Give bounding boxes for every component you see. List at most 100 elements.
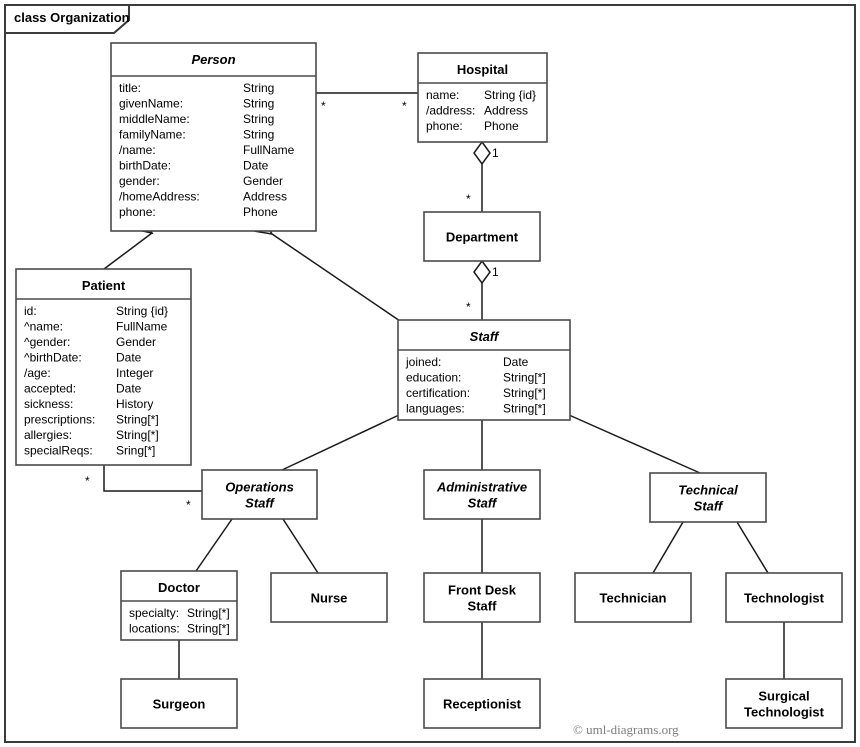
attribute-name: ^gender: (24, 335, 70, 349)
class-name: Person (191, 52, 235, 67)
class-outline (270, 572, 388, 623)
attribute-name: familyName: (119, 128, 186, 142)
multiplicity-label: * (186, 498, 191, 512)
class-outline (423, 678, 541, 729)
attribute-type: FullName (116, 320, 168, 334)
class-name: Receptionist (443, 697, 522, 712)
attribute-type: Gender (243, 174, 283, 188)
attribute-type: String[*] (187, 622, 230, 636)
edge-line-generalization (281, 414, 400, 471)
attribute-type: String (243, 97, 274, 111)
class-outline (423, 211, 541, 262)
class-name: Nurse (311, 591, 348, 606)
edge-line-generalization (282, 518, 319, 574)
attribute-type: String {id} (116, 304, 168, 318)
edge-line-association (103, 465, 202, 492)
class-box-department[interactable]: Department (423, 211, 541, 262)
attribute-name: certification: (406, 386, 470, 400)
attribute-name: phone: (426, 119, 463, 133)
attribute-type: Sring[*] (116, 444, 155, 458)
attribute-name: allergies: (24, 428, 72, 442)
attribute-name: /homeAddress: (119, 190, 200, 204)
class-name-line: Surgical (758, 689, 809, 704)
edge-line-generalization (103, 232, 153, 270)
edge-line-generalization (736, 521, 769, 574)
class-box-person[interactable]: Persontitle:StringgivenName:Stringmiddle… (110, 42, 317, 232)
class-box-surgeon[interactable]: Surgeon (120, 678, 238, 729)
class-name-line: Technologist (744, 705, 825, 720)
attribute-name: name: (426, 88, 459, 102)
attribute-name: id: (24, 304, 37, 318)
class-outline (423, 469, 541, 520)
attribute-type: History (116, 397, 153, 411)
attribute-name: ^birthDate: (24, 351, 82, 365)
attribute-name: education: (406, 371, 461, 385)
class-name: Technician (600, 591, 667, 606)
relationship-hospital-department: 1* (466, 140, 499, 212)
attribute-type: Gender (116, 335, 156, 349)
attribute-name: /age: (24, 366, 51, 380)
class-box-technician[interactable]: Technician (574, 572, 692, 623)
class-name-line: Technical (678, 483, 738, 498)
attribute-name: joined: (405, 355, 441, 369)
class-box-receptionist[interactable]: Receptionist (423, 678, 541, 729)
attribute-type: String[*] (116, 428, 159, 442)
attribute-type: Address (243, 190, 287, 204)
attribute-type: String (243, 81, 274, 95)
attribute-name: languages: (406, 402, 465, 416)
class-box-staff[interactable]: Staffjoined:Dateeducation:String[*]certi… (397, 319, 571, 421)
attribute-type: String[*] (503, 371, 546, 385)
class-outline (574, 572, 692, 623)
class-name-line: Staff (468, 599, 498, 614)
class-name: Surgeon (153, 697, 206, 712)
relationship-patient-operations-staff: ** (85, 465, 202, 512)
attribute-type: String (243, 128, 274, 142)
attribute-name: middleName: (119, 112, 190, 126)
attribute-name: birthDate: (119, 159, 171, 173)
attribute-name: prescriptions: (24, 413, 95, 427)
multiplicity-label: * (402, 99, 407, 113)
attribute-name: specialReqs: (24, 444, 93, 458)
attribute-type: Address (484, 104, 528, 118)
class-name: Technologist (744, 591, 825, 606)
class-box-technologist[interactable]: Technologist (725, 572, 843, 623)
edge-line-generalization (195, 518, 233, 572)
multiplicity-label: * (466, 192, 471, 206)
edge-line-generalization (652, 521, 684, 574)
attribute-type: String (243, 112, 274, 126)
class-box-nurse[interactable]: Nurse (270, 572, 388, 623)
class-name-line: Front Desk (448, 583, 517, 598)
class-name: Hospital (457, 62, 508, 77)
class-outline (725, 572, 843, 623)
copyright-notice: © uml-diagrams.org (573, 722, 679, 737)
attribute-type: Integer (116, 366, 153, 380)
attribute-name: title: (119, 81, 141, 95)
class-name-line: Staff (468, 496, 498, 511)
attribute-type: Date (116, 382, 142, 396)
class-box-doctor[interactable]: Doctorspecialty:String[*]locations:Strin… (120, 570, 238, 641)
attribute-type: String[*] (116, 413, 159, 427)
attribute-type: String {id} (484, 88, 536, 102)
class-name-line: Staff (694, 499, 724, 514)
attribute-type: Phone (484, 119, 519, 133)
class-outline (397, 319, 571, 421)
attribute-type: String[*] (503, 402, 546, 416)
class-outline (120, 570, 238, 641)
class-outline (725, 678, 843, 729)
attribute-type: Phone (243, 205, 278, 219)
attribute-name: accepted: (24, 382, 76, 396)
attribute-name: gender: (119, 174, 160, 188)
attribute-type: Date (243, 159, 269, 173)
attribute-type: String[*] (503, 386, 546, 400)
attribute-name: phone: (119, 205, 156, 219)
multiplicity-label: 1 (492, 146, 499, 160)
class-name: Staff (470, 329, 500, 344)
